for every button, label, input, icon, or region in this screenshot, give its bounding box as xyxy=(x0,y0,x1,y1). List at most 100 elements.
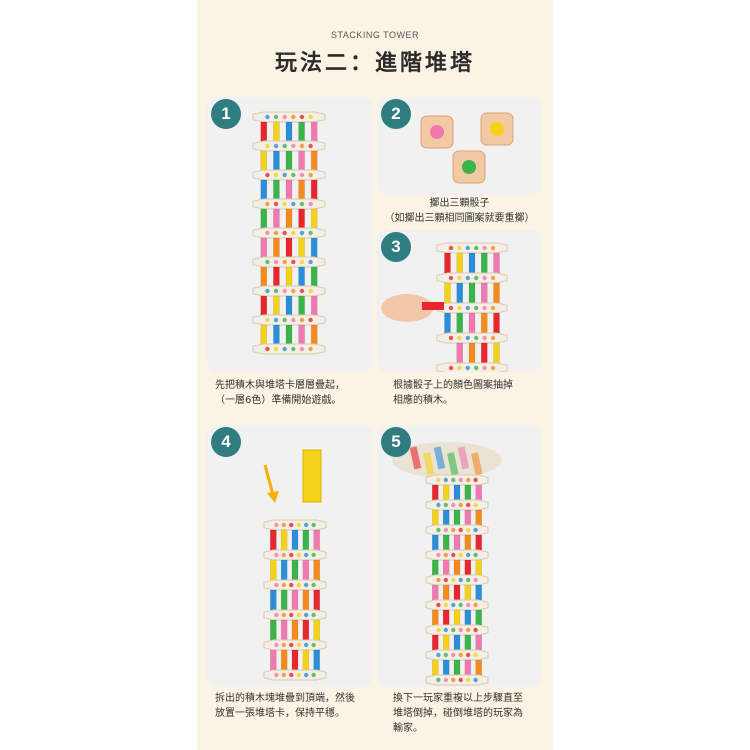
tower-card xyxy=(425,549,489,561)
tower-block xyxy=(270,649,277,671)
card-pattern-dot xyxy=(473,627,478,633)
card-pattern-dot xyxy=(490,365,496,371)
card-pattern-dot xyxy=(299,201,305,207)
tower-block xyxy=(285,121,293,142)
card-pattern-dot xyxy=(282,288,287,294)
card-pattern-dot xyxy=(303,672,309,678)
tower-block xyxy=(442,509,450,526)
tower-block xyxy=(285,150,293,171)
card-pattern-dot xyxy=(281,552,287,558)
tower-block xyxy=(432,509,439,526)
tower-block xyxy=(453,559,461,576)
card-pattern-dot xyxy=(482,245,487,251)
card-pattern-dot xyxy=(465,502,471,508)
card-pattern-dot xyxy=(273,114,279,120)
tower-block xyxy=(444,312,451,334)
card-pattern-dot xyxy=(465,677,471,683)
card-pattern-dot xyxy=(308,143,313,149)
card-pattern-dot xyxy=(465,245,470,251)
tower-block xyxy=(453,609,461,626)
card-pattern-dot xyxy=(274,582,279,588)
card-pattern-dot xyxy=(473,577,478,583)
tower-block xyxy=(310,266,318,287)
pulling-block-illustration xyxy=(381,242,508,372)
card-pattern-dot xyxy=(265,346,270,352)
card-pattern-dot xyxy=(308,230,313,236)
card-pattern-dot xyxy=(465,552,471,558)
card-pattern-dot xyxy=(311,552,316,558)
tower-card xyxy=(252,256,326,268)
card-pattern-dot xyxy=(482,275,487,281)
tower-card xyxy=(436,242,508,254)
card-pattern-dot xyxy=(311,522,316,528)
tower-block xyxy=(310,295,318,316)
tower-block xyxy=(475,609,482,626)
tower-block xyxy=(310,150,318,171)
tower-block xyxy=(475,509,482,526)
tower-block xyxy=(475,534,482,551)
card-pattern-dot xyxy=(465,627,471,633)
tower-block xyxy=(464,609,472,626)
card-pattern-dot xyxy=(458,602,463,608)
tower-card xyxy=(263,519,327,531)
card-pattern-dot xyxy=(451,652,456,658)
card-pattern-dot xyxy=(296,612,301,618)
tower-block xyxy=(442,584,450,601)
card-pattern-dot xyxy=(291,114,296,120)
tower-block xyxy=(481,312,488,334)
card-pattern-dot xyxy=(457,245,462,251)
falling-tower-illustration xyxy=(392,442,502,686)
card-pattern-dot xyxy=(308,114,313,120)
tower-block xyxy=(432,559,439,576)
card-pattern-dot xyxy=(443,652,449,658)
tower-block xyxy=(298,179,305,200)
card-pattern-dot xyxy=(474,305,479,311)
step-3-caption: 根據骰子上的顏色圖案抽掉 相應的積木。 xyxy=(393,380,513,406)
tower-block xyxy=(260,295,268,316)
tower-block xyxy=(260,150,268,171)
card-pattern-dot xyxy=(311,672,316,678)
card-pattern-dot xyxy=(274,612,279,618)
card-pattern-dot xyxy=(296,672,301,678)
card-pattern-dot xyxy=(296,642,301,648)
card-pattern-dot xyxy=(308,346,313,352)
tower-block xyxy=(475,659,482,676)
tower-block xyxy=(298,237,305,258)
card-pattern-dot xyxy=(465,652,471,658)
tower-block xyxy=(298,295,305,316)
card-pattern-dot xyxy=(436,552,441,558)
card-pattern-dot xyxy=(473,527,478,533)
tower-block xyxy=(464,634,472,651)
card-pattern-dot xyxy=(458,527,463,533)
tower-illustration xyxy=(252,111,326,355)
tower-block xyxy=(453,509,461,526)
card-pattern-dot xyxy=(451,477,456,483)
tower-block xyxy=(442,534,450,551)
tower-block xyxy=(310,208,318,229)
card-pattern-dot xyxy=(311,612,316,618)
step-5-badge: 5 xyxy=(381,427,411,457)
card-pattern-dot xyxy=(265,143,270,149)
card-pattern-dot xyxy=(482,305,487,311)
card-pattern-dot xyxy=(289,522,294,528)
tower-block xyxy=(270,589,277,611)
card-pattern-dot xyxy=(308,317,313,323)
card-pattern-dot xyxy=(473,477,478,483)
dice-illustration xyxy=(420,112,514,184)
tower-block xyxy=(273,237,280,258)
tower-block xyxy=(442,659,450,676)
lifted-block xyxy=(302,449,322,503)
tower-card xyxy=(436,332,508,344)
hand-illustration xyxy=(381,294,433,322)
tower-card xyxy=(425,674,489,686)
card-pattern-dot xyxy=(443,552,449,558)
card-pattern-dot xyxy=(291,259,296,265)
step-4-badge: 4 xyxy=(211,427,241,457)
card-pattern-dot xyxy=(443,677,449,683)
card-pattern-dot xyxy=(291,317,296,323)
card-pattern-dot xyxy=(465,577,471,583)
falling-block xyxy=(447,452,459,476)
card-pattern-dot xyxy=(303,552,309,558)
tower-block xyxy=(291,559,299,581)
card-pattern-dot xyxy=(299,143,305,149)
